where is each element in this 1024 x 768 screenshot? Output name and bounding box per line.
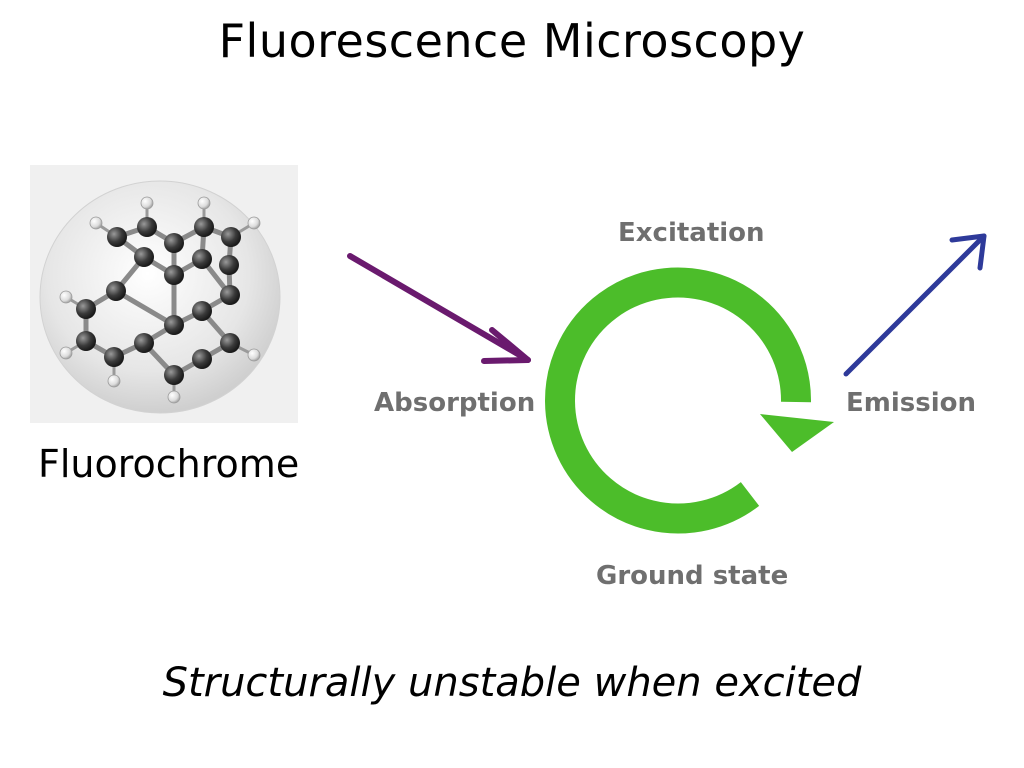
carbon-atom <box>192 249 212 269</box>
hydrogen-atom <box>140 196 154 210</box>
carbon-atom <box>194 217 214 237</box>
carbon-atom <box>220 285 240 305</box>
carbon-atom <box>107 227 127 247</box>
slide-subtitle: Structurally unstable when excited <box>162 660 862 706</box>
excitation-label: Excitation <box>618 218 765 248</box>
carbon-atom <box>137 217 157 237</box>
slide-title: Fluorescence Microscopy <box>218 14 806 68</box>
carbon-atom <box>192 301 212 321</box>
hydrogen-atom <box>247 216 261 230</box>
carbon-atom <box>76 299 96 319</box>
carbon-atom <box>164 265 184 285</box>
hydrogen-atom <box>247 348 261 362</box>
carbon-atom <box>106 281 126 301</box>
molecule-bond <box>113 288 177 328</box>
carbon-atom <box>219 255 239 275</box>
cycle-arrow-icon <box>545 267 834 534</box>
absorption-arrow <box>347 253 531 364</box>
emission-arrow <box>843 233 987 377</box>
hydrogen-atom <box>59 346 73 360</box>
carbon-atom <box>164 315 184 335</box>
carbon-atom <box>164 365 184 385</box>
molecule-panel <box>30 165 298 423</box>
carbon-atom <box>192 349 212 369</box>
carbon-atom <box>220 333 240 353</box>
carbon-atom <box>134 247 154 267</box>
ground-state-label: Ground state <box>596 561 789 591</box>
pyrene-molecule-icon <box>39 180 281 414</box>
hydrogen-atom <box>89 216 103 230</box>
hydrogen-atom <box>59 290 73 304</box>
carbon-atom <box>221 227 241 247</box>
fluorochrome-label: Fluorochrome <box>38 442 300 486</box>
carbon-atom <box>134 333 154 353</box>
carbon-atom <box>164 233 184 253</box>
emission-label: Emission <box>846 388 976 418</box>
absorption-label: Absorption <box>374 388 536 418</box>
hydrogen-atom <box>197 196 211 210</box>
carbon-atom <box>104 347 124 367</box>
carbon-atom <box>76 331 96 351</box>
hydrogen-atom <box>167 390 181 404</box>
hydrogen-atom <box>107 374 121 388</box>
